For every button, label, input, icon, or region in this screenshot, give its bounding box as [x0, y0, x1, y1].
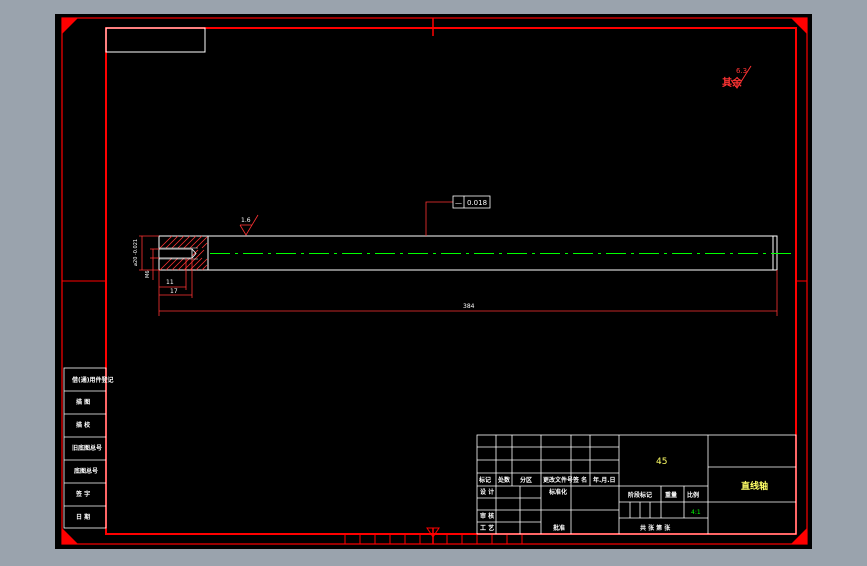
roughness-label: 其余	[722, 76, 743, 89]
header-label-2: 分区	[520, 476, 532, 484]
dim-thread-size: M6	[145, 271, 151, 279]
section-hatch	[159, 235, 208, 271]
center-arrow-bottom	[426, 527, 440, 538]
header-label-4: 签 名	[572, 476, 587, 484]
dimension-lines	[139, 235, 778, 316]
side-row-5: 签 字	[75, 490, 90, 498]
roughness-value: 6.3	[736, 67, 747, 75]
side-table: 借(通)用件登记 描 图 描 校 旧底图总号 底图总号 签 字 日 期	[63, 367, 114, 529]
side-row-3: 旧底图总号	[72, 444, 102, 452]
tolerance-symbol: —	[455, 199, 462, 207]
bottom-scale-ticks	[344, 534, 523, 544]
corner-mark-br	[791, 528, 807, 544]
title-material: 45	[656, 457, 667, 467]
dim-overall-length: 384	[463, 303, 475, 310]
scale-label: 比例	[687, 491, 699, 499]
corner-mark-tl	[62, 18, 78, 34]
surface-finish-value: 1.6	[241, 217, 251, 224]
tolerance-value: 0.018	[467, 199, 487, 207]
side-row-0: 借(通)用件登记	[71, 376, 114, 384]
standardize-label: 标准化	[548, 488, 567, 496]
header-label-3: 更改文件号	[543, 476, 573, 484]
title-part-name: 直线轴	[741, 480, 768, 492]
side-row-4: 底图总号	[74, 467, 98, 475]
title-block	[476, 434, 797, 535]
row-label-process: 工 艺	[480, 524, 494, 532]
stage-label: 阶段标记	[628, 491, 652, 499]
header-label-5: 年.月.日	[593, 476, 616, 484]
weight-label: 重量	[665, 491, 677, 499]
dim-thread-length: 17	[170, 288, 178, 295]
header-label-1: 处数	[497, 476, 511, 484]
tapped-hole-tip	[191, 248, 197, 259]
sheet-background	[55, 14, 812, 549]
side-row-6: 日 期	[76, 513, 90, 521]
sheets-label: 共 张 第 张	[640, 524, 671, 532]
approve-label: 批准	[553, 524, 565, 532]
dim-diameter: ⌀20 -0.021	[133, 239, 139, 266]
corner-mark-tr	[791, 18, 807, 34]
tolerance-frame: — 0.018	[425, 195, 491, 236]
corner-mark-bl	[62, 528, 78, 544]
side-row-2: 描 校	[76, 421, 91, 429]
side-row-1: 描 图	[76, 398, 90, 406]
row-label-design: 设 计	[480, 488, 494, 496]
scale-value: 4:1	[691, 509, 701, 516]
dim-hole-depth: 11	[166, 279, 174, 286]
surface-finish-mark: 1.6	[239, 214, 259, 236]
header-label-0: 标记	[478, 476, 491, 484]
roughness-symbol: 其余 6.3	[722, 65, 752, 89]
row-label-review: 审 核	[480, 512, 494, 520]
drawing-code-box	[105, 27, 206, 53]
tapped-hole	[158, 248, 193, 259]
